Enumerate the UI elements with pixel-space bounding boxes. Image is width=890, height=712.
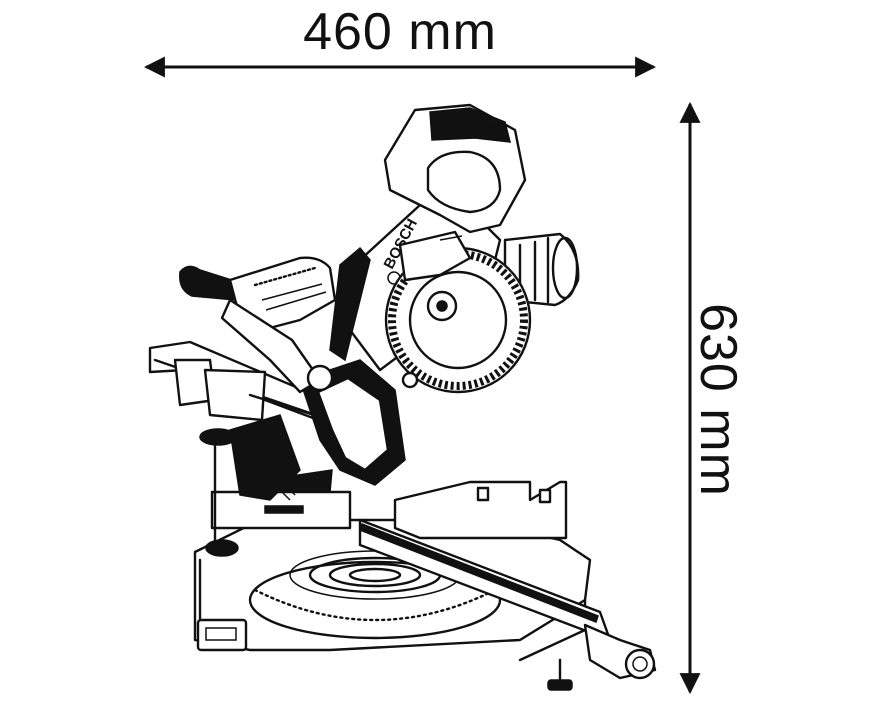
front-rail bbox=[358, 518, 657, 680]
saw-arm bbox=[229, 359, 406, 501]
handle bbox=[179, 256, 337, 394]
saw-fence bbox=[210, 480, 568, 540]
slide-rods bbox=[148, 340, 352, 432]
saw-base bbox=[193, 518, 592, 691]
saw-blade bbox=[384, 230, 532, 394]
width-dimension-label: 460 mm bbox=[303, 3, 497, 61]
